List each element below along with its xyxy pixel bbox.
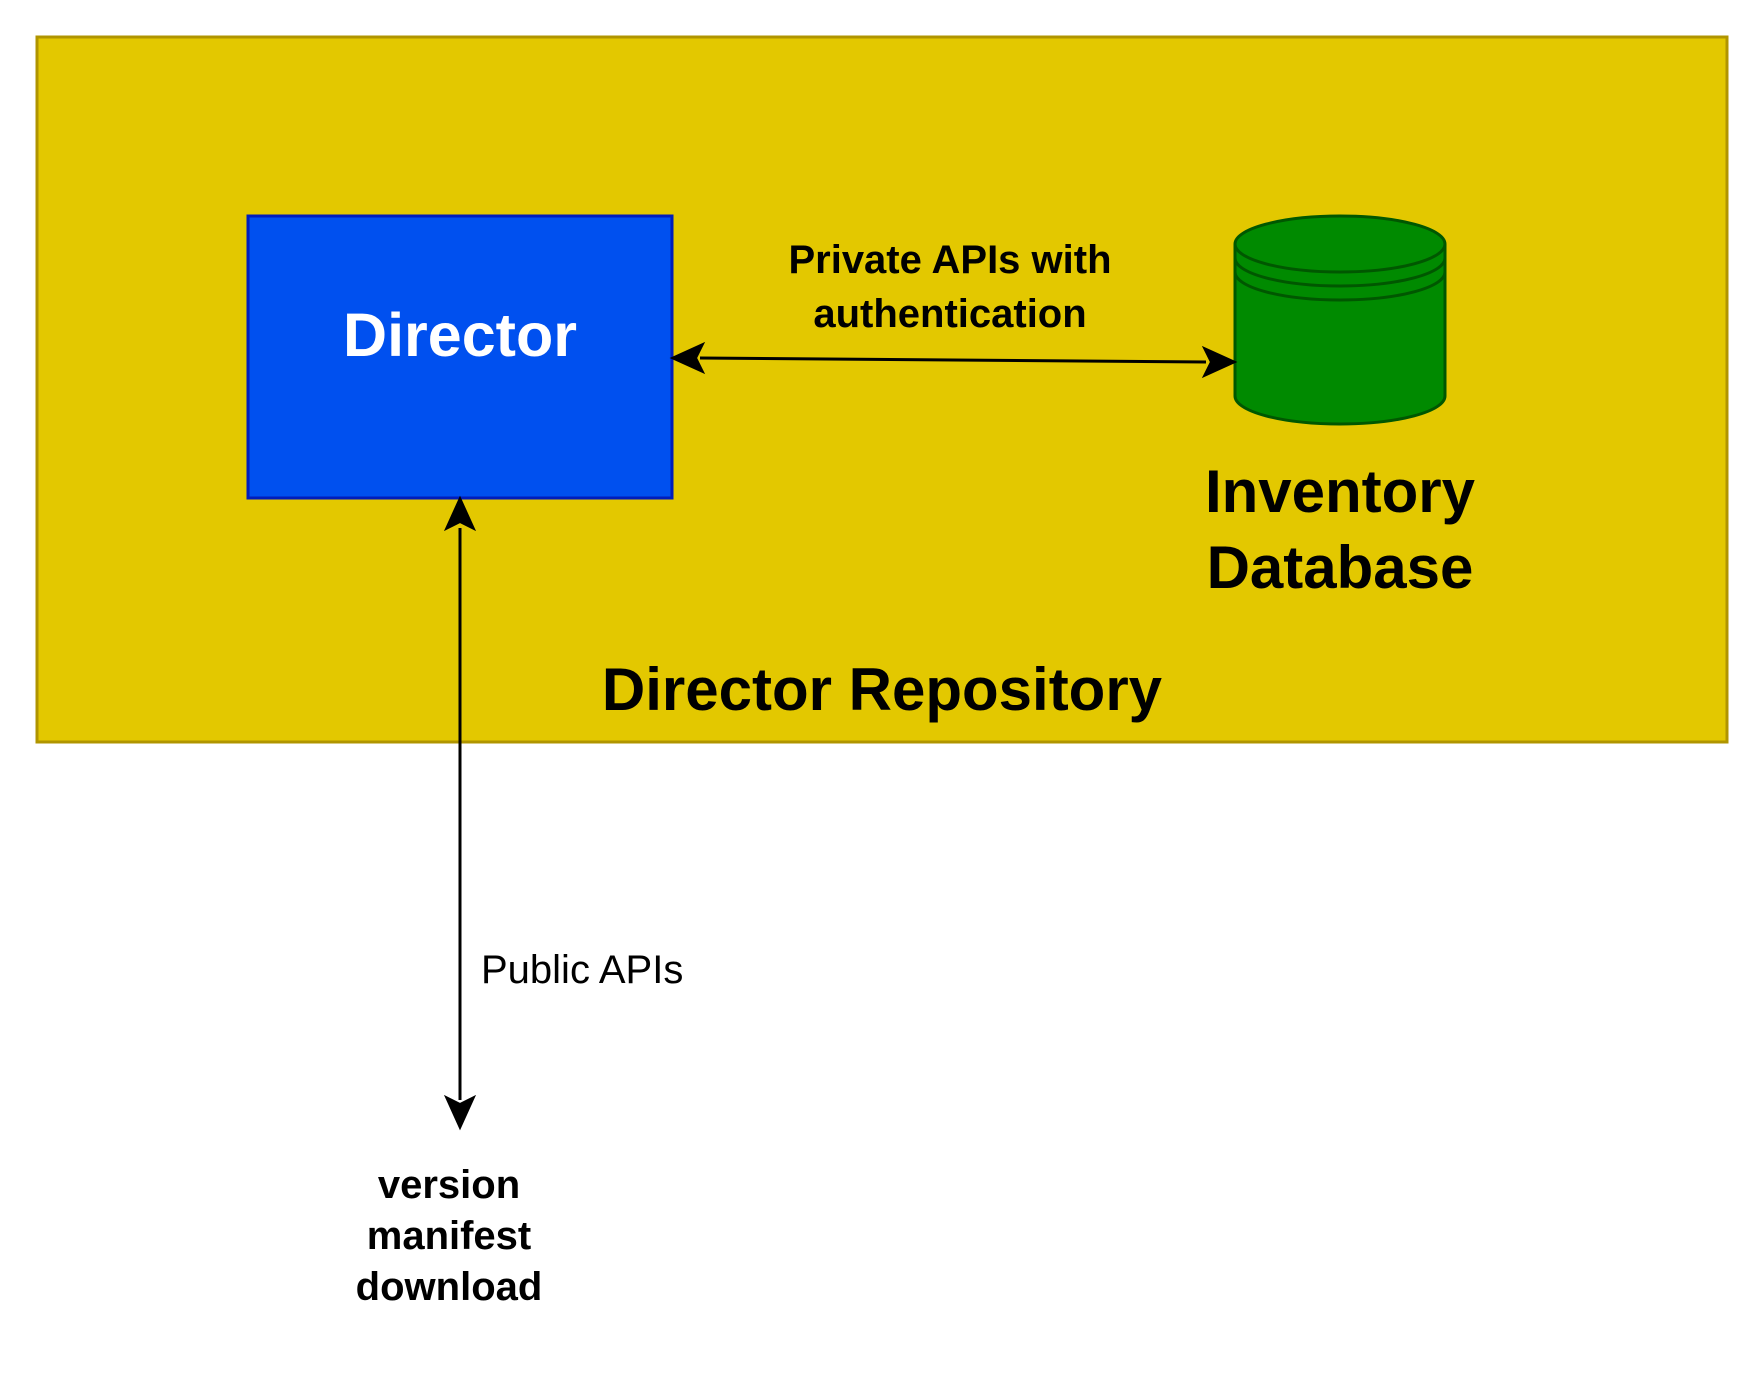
database-label-line2: Database (1207, 534, 1474, 601)
database-label-line1: Inventory (1205, 458, 1476, 525)
endpoint-label-line1: version (378, 1163, 520, 1207)
public-api-label: Public APIs (481, 948, 683, 992)
private-api-label-line2: authentication (813, 292, 1086, 336)
endpoint-label-line2: manifest (367, 1214, 532, 1258)
public-api-connector[interactable] (443, 495, 477, 1131)
director-box[interactable] (246, 214, 674, 500)
private-api-label-line1: Private APIs with (788, 238, 1111, 282)
private-api-connector[interactable] (669, 341, 1238, 379)
database-cylinder-icon[interactable] (1233, 214, 1447, 426)
repository-label: Director Repository (602, 656, 1163, 723)
endpoint-label-line3: download (356, 1265, 543, 1309)
director-label: Director (343, 301, 577, 369)
